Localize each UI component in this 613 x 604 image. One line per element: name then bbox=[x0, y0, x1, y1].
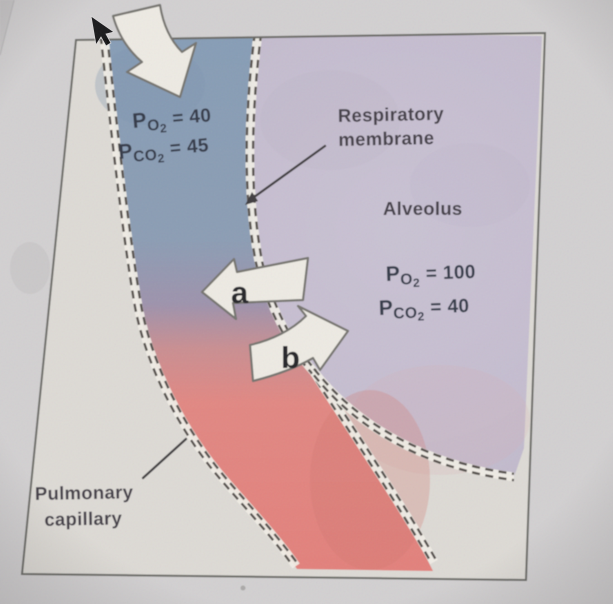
arrow-b-label: b bbox=[281, 340, 300, 375]
arrow-a-label: a bbox=[231, 275, 249, 310]
photo-smudge bbox=[10, 242, 50, 294]
svg-text:Respiratory: Respiratory bbox=[338, 103, 445, 126]
svg-text:capillary: capillary bbox=[44, 507, 123, 529]
svg-text:Pulmonary: Pulmonary bbox=[35, 481, 134, 504]
alveolus-label: Alveolus bbox=[383, 198, 463, 219]
svg-text:membrane: membrane bbox=[338, 127, 434, 150]
photo-speck bbox=[240, 585, 246, 591]
vessel-streak bbox=[310, 390, 430, 570]
